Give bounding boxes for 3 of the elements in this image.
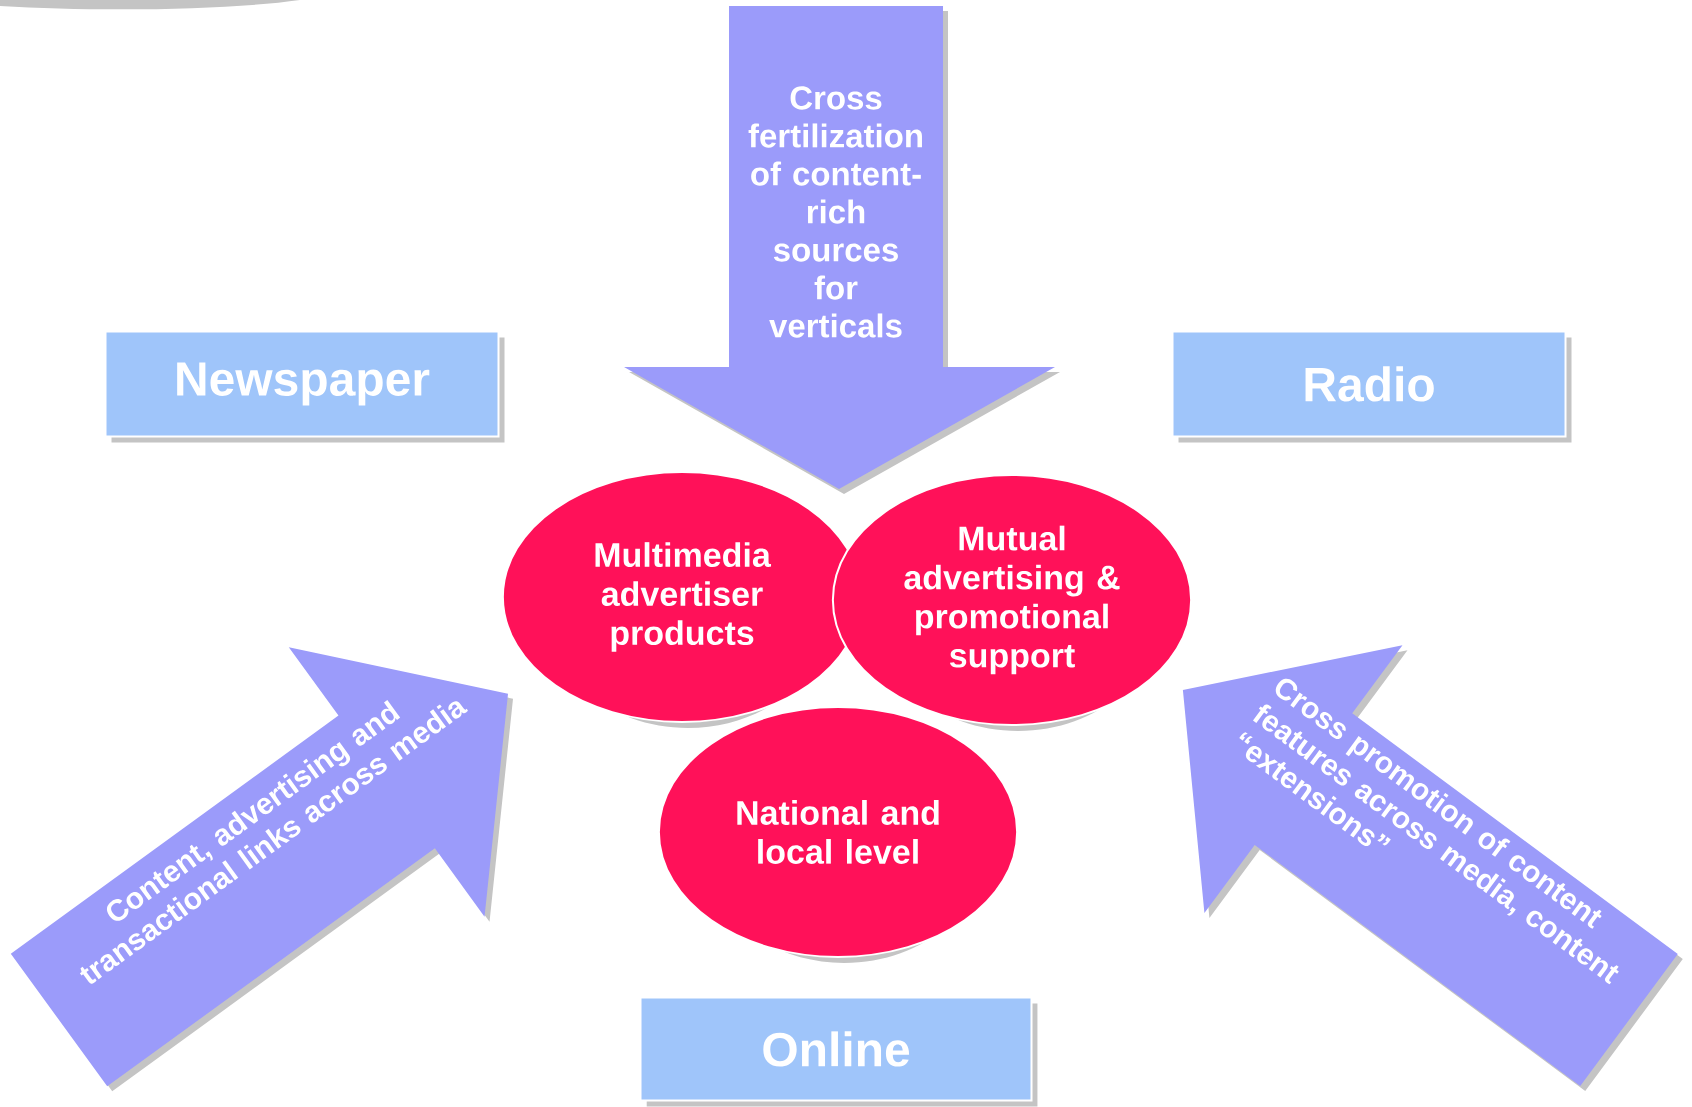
label-box: Online (639, 996, 1038, 1107)
label-box: Newspaper (104, 330, 505, 443)
label-box: Radio (1171, 330, 1572, 443)
